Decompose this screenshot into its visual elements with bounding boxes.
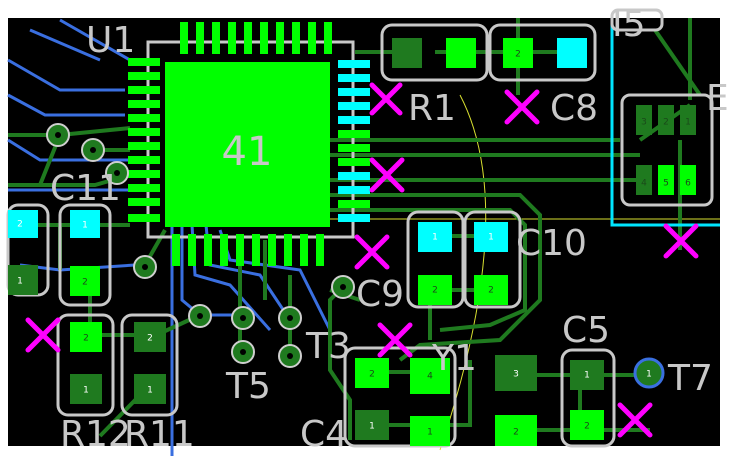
c5-pad-1[interactable] (570, 360, 604, 390)
c5-pad-2-number: 2 (584, 422, 590, 432)
r12-pad-2[interactable] (70, 322, 102, 352)
c5-pad-2[interactable] (570, 410, 604, 440)
r1-pad-1[interactable] (392, 38, 422, 68)
partial-designator-e: E (706, 78, 729, 119)
q-pad-3[interactable] (495, 355, 537, 391)
c10a-pad-2-number: 2 (432, 286, 438, 296)
r11-pad-2-number: 2 (147, 334, 153, 344)
c11-pad-1-number: 1 (82, 221, 88, 231)
c10b-pad-1-number: 1 (488, 233, 494, 243)
u1-top-pins (180, 22, 332, 54)
u1-right-pins (338, 60, 370, 222)
c10a-pad-2[interactable] (418, 275, 452, 305)
component-outline-cyan (610, 18, 720, 227)
y1-pad-3-number: 1 (427, 428, 433, 438)
top-right-designator: I5 (612, 4, 646, 45)
c9-designator: C9 (356, 274, 404, 315)
q-pad-2-number: 2 (513, 428, 519, 438)
y1-pad-2[interactable] (355, 358, 389, 388)
r11-pad-1[interactable] (134, 374, 166, 404)
r12-designator: R12 (60, 414, 131, 455)
left-cap-pad-2[interactable] (8, 210, 38, 238)
c11-pad-1[interactable] (70, 210, 100, 238)
r11-designator: R11 (124, 414, 195, 455)
c11-pad-2[interactable] (70, 266, 100, 296)
c8-pad-2[interactable] (503, 38, 533, 68)
c10a-pad-1[interactable] (418, 222, 452, 252)
r11-pad-1-number: 1 (147, 386, 153, 396)
t7-pad-number: 1 (646, 370, 652, 380)
c10a-pad-1-number: 1 (432, 233, 438, 243)
silkscreen-outlines (6, 8, 714, 448)
r1-designator: R1 (408, 88, 456, 129)
t3-designator: T3 (305, 326, 351, 367)
c5-pad-1-number: 1 (584, 371, 590, 381)
six-pin-num-5: 5 (663, 179, 669, 189)
u1-designator: U1 (86, 20, 135, 61)
c11-designator: C11 (50, 168, 121, 209)
u1-thermal-pad[interactable] (165, 62, 330, 227)
y1-pad-4[interactable] (410, 358, 450, 394)
r1-pad-2[interactable] (446, 38, 476, 68)
u1-pin-count-label: 41 (222, 129, 273, 175)
c10-designator: C10 (516, 223, 587, 264)
left-cap-pad-1-number: 1 (17, 277, 23, 287)
c8-designator: C8 (550, 88, 598, 129)
via-holes (55, 132, 346, 359)
q-pad-2[interactable] (495, 415, 537, 446)
left-cap-pad-2-number: 2 (17, 220, 23, 230)
r12-pad-1[interactable] (70, 374, 102, 404)
r11-pad-2[interactable] (134, 322, 166, 352)
r12-pad-1-number: 1 (83, 386, 89, 396)
c10b-pad-2-number: 2 (488, 286, 494, 296)
u1-bottom-pins (172, 234, 324, 266)
c8-pad-1[interactable] (557, 38, 587, 68)
six-pin-num-1: 1 (685, 118, 691, 128)
c8-pad-2-number: 2 (515, 50, 521, 60)
six-pin-num-2: 2 (663, 118, 669, 128)
q-pad-3-number: 3 (513, 370, 519, 380)
c5-designator: C5 (562, 310, 610, 351)
c10b-pad-2[interactable] (474, 275, 508, 305)
y1-pad-1[interactable] (355, 410, 389, 440)
r12-pad-2-number: 2 (83, 334, 89, 344)
y1-pad-4-number: 4 (427, 372, 433, 382)
drc-error-markers[interactable] (25, 82, 699, 438)
six-pin-num-4: 4 (641, 179, 647, 189)
left-cap-pad-1[interactable] (8, 265, 38, 295)
six-pin-component[interactable] (636, 105, 696, 195)
y1-pad-2-number: 2 (369, 370, 375, 380)
t5-designator: T5 (225, 366, 271, 407)
y1-pad-3[interactable] (410, 416, 450, 446)
c10b-pad-1[interactable] (474, 222, 508, 252)
c11-pad-2-number: 2 (82, 278, 88, 288)
six-pin-num-3: 3 (641, 118, 647, 128)
y1-designator: Y1 (431, 338, 477, 379)
y1-pad-1-number: 1 (369, 422, 375, 432)
t7-test-point[interactable] (633, 357, 665, 389)
c4-designator: C4 (300, 414, 348, 455)
u1-left-pins (128, 58, 160, 222)
six-pin-num-6: 6 (685, 179, 691, 189)
t7-designator: T7 (667, 358, 713, 399)
